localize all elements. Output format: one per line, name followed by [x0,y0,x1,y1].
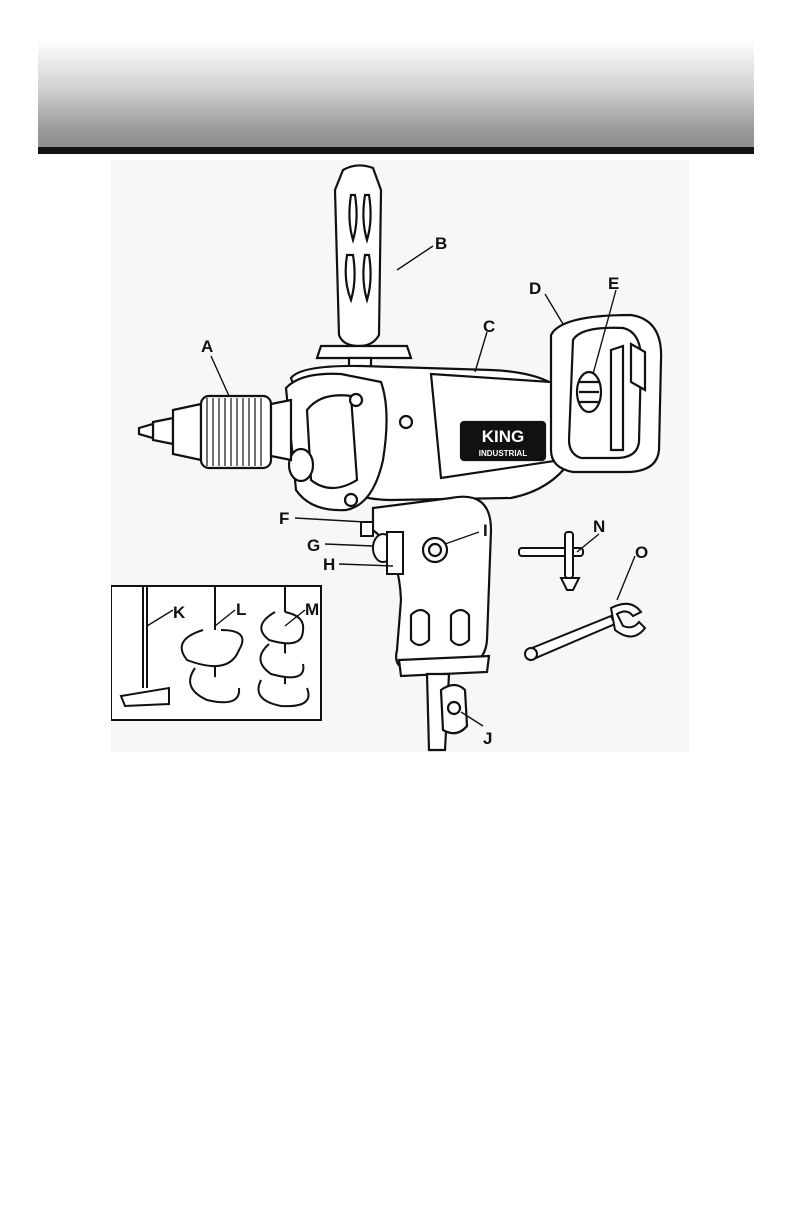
callout-J: J [483,729,492,748]
pistol-grip [373,497,491,676]
header-band [38,40,754,152]
callout-H: H [323,555,335,574]
gear-head [286,374,387,510]
callout-D: D [529,279,541,298]
open-end-wrench [525,604,645,660]
auxiliary-handle [317,165,411,370]
brand-logo-line1: KING [482,427,525,446]
callout-M: M [305,600,319,619]
callout-C: C [483,317,495,336]
callout-B: B [435,234,447,253]
header-rule [38,147,754,154]
callout-I: I [483,521,488,540]
callout-N: N [593,517,605,536]
mixing-paddles-inset [111,586,321,720]
callout-G: G [307,536,320,555]
callout-O: O [635,543,648,562]
callout-K: K [173,603,186,622]
speed-control-dial [577,372,601,412]
parts-diagram: KING INDUSTRIAL [111,160,689,752]
callout-L: L [236,600,246,619]
callout-A: A [201,337,213,356]
keyed-chuck [139,396,291,468]
callout-E: E [608,274,619,293]
callout-F: F [279,509,289,528]
brand-logo-line2: INDUSTRIAL [479,449,528,458]
rear-handle [551,315,661,472]
chuck-key [519,532,583,590]
